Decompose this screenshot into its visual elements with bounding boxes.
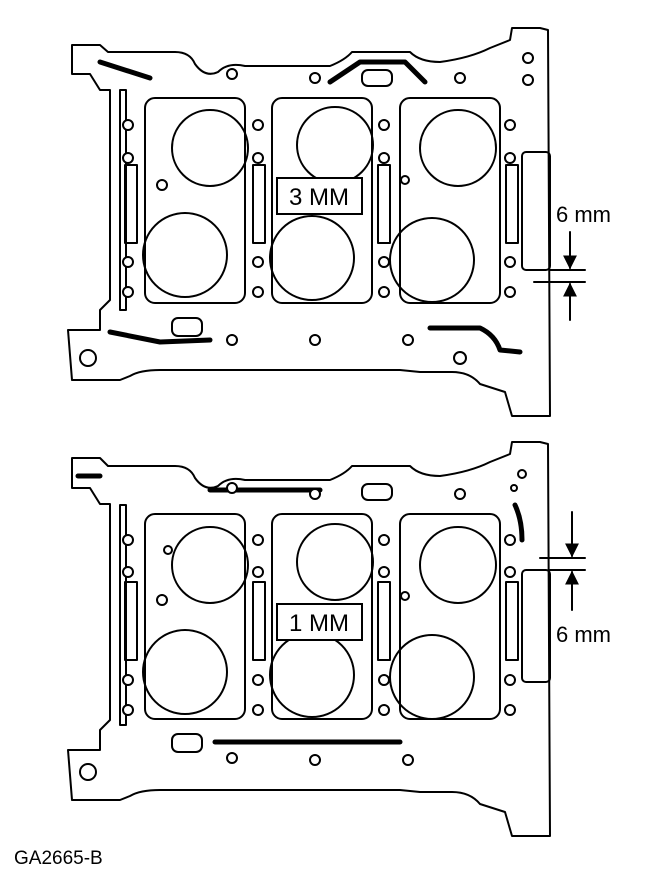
bottom-dimension [539, 511, 586, 611]
bottom-valve-3b [389, 634, 475, 720]
bottom-water-port [171, 733, 203, 753]
bottom-cylinder-1 [144, 513, 246, 720]
bottom-slot-bars [124, 581, 519, 661]
top-slot-bars [124, 164, 519, 244]
bottom-thickness-label-box [276, 603, 363, 641]
top-valve-2b [269, 215, 355, 301]
top-seal-bead-3 [107, 329, 213, 345]
top-gasket-outline [67, 27, 551, 417]
top-head-gasket: 3 MM 6 mm [67, 27, 611, 417]
bottom-valve-2b [269, 632, 355, 718]
top-valve-3b [389, 217, 475, 303]
bottom-cylinder-2 [271, 513, 373, 720]
bottom-thickness-label: 1 MM [289, 610, 349, 637]
bottom-head-gasket: 1 MM 6 mm [67, 441, 611, 837]
bottom-gasket-outline [67, 441, 551, 837]
top-cylinder-2 [271, 97, 373, 304]
bottom-valve-1a [171, 526, 249, 604]
bottom-cylinder-3 [399, 513, 501, 720]
top-dimension-label: 6 mm [556, 202, 611, 227]
top-cylinder-1 [144, 97, 246, 304]
top-seal-bead-4 [427, 325, 523, 355]
top-water-port [171, 317, 203, 337]
bottom-valve-1b [142, 629, 228, 715]
top-seal-bead-1 [97, 59, 153, 81]
top-cylinder-3 [399, 97, 501, 304]
top-valve-1a [171, 109, 249, 187]
top-valve-1b [142, 212, 228, 298]
top-seal-bead-2 [327, 59, 428, 85]
top-dimension [533, 231, 586, 321]
bottom-seal-bead-3 [512, 502, 525, 543]
bottom-valve-2a [296, 523, 374, 601]
figure-code: GA2665-B [14, 848, 103, 869]
top-bolt-holes [79, 52, 534, 367]
top-valve-3a [419, 109, 497, 187]
bottom-water-port-2 [361, 483, 393, 501]
bottom-dimension-label: 6 mm [556, 622, 611, 647]
top-thickness-tab [521, 151, 551, 271]
top-thickness-label-box [276, 177, 363, 215]
top-water-port-2 [361, 69, 393, 87]
bottom-thickness-tab [521, 569, 551, 683]
top-valve-2a [296, 106, 374, 184]
top-thickness-label: 3 MM [289, 184, 349, 211]
bottom-valve-3a [419, 526, 497, 604]
bottom-bolt-holes [79, 469, 527, 781]
